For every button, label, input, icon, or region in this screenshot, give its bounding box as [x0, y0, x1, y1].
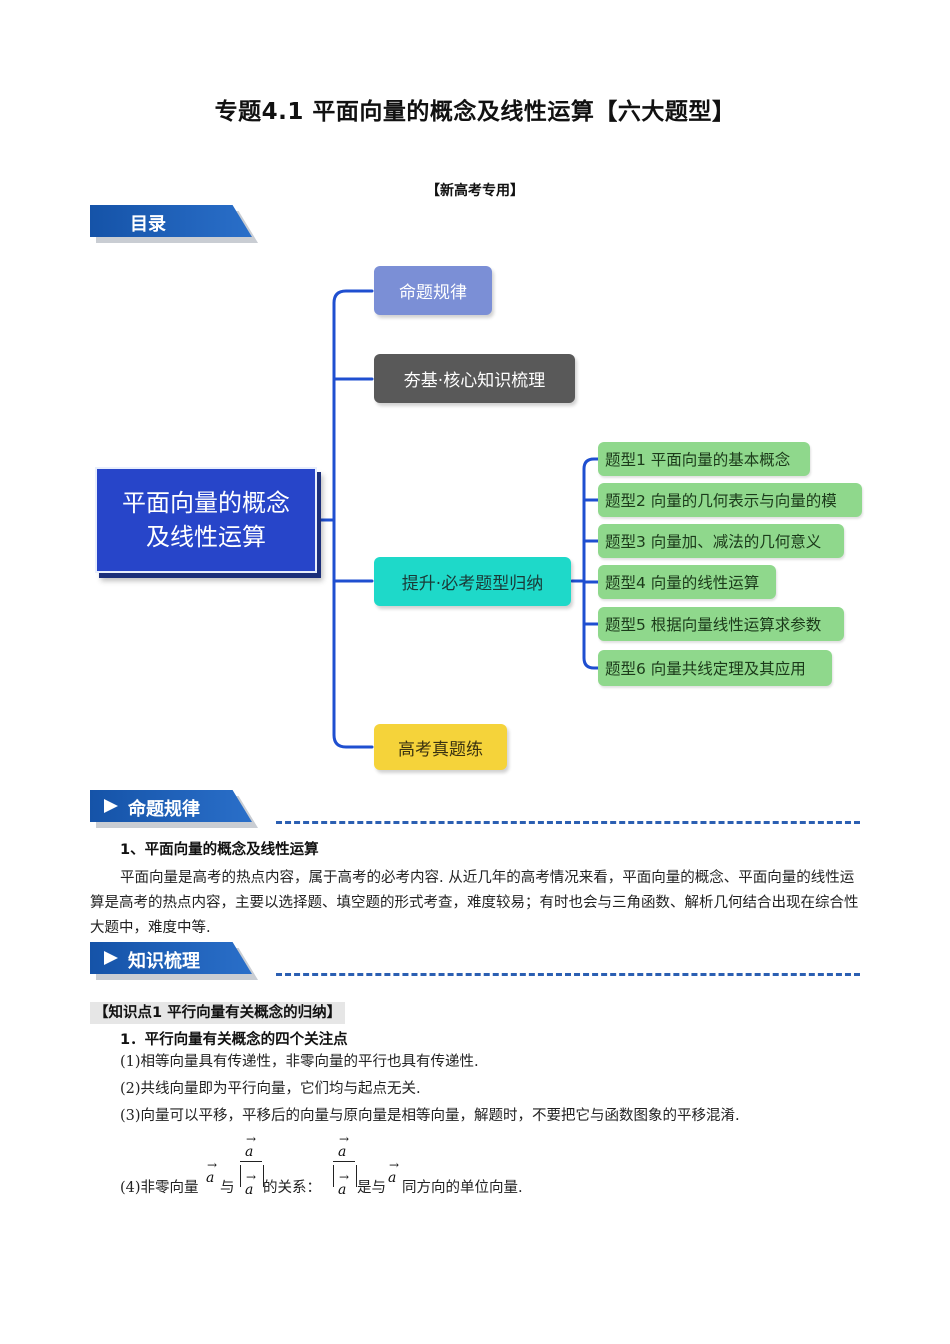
type-leaf-5: 题型5 根据向量线性运算求参数: [598, 607, 844, 641]
fraction-bar: [333, 1161, 355, 1162]
knowledge-point-title: 【知识点1 平行向量有关概念的归纳】: [90, 1002, 346, 1024]
knowledge-item-4: (4)非零向量 →a 与 →a →a 的关系： →a →a 是与 →a 同方向的…: [120, 1130, 820, 1200]
vector-arrow-icon: →: [246, 1170, 257, 1184]
toc-banner-label: 目录: [130, 214, 166, 235]
vector-a: →a: [245, 1170, 256, 1198]
knowledge-item-2: (2)共线向量即为平行向量，它们均与起点无关.: [120, 1081, 421, 1097]
fraction-bar: [240, 1161, 262, 1162]
branch-types-label: 提升·必考题型归纳: [401, 574, 544, 594]
vector-arrow-icon: →: [389, 1158, 400, 1172]
play-arrow-icon: [104, 951, 118, 965]
rules-banner: 命题规律: [90, 790, 270, 828]
knowledge-banner: 知识梳理: [90, 942, 270, 980]
knowledge-item-1: (1)相等向量具有传递性，非零向量的平行也具有传递性.: [120, 1054, 479, 1070]
knowledge-heading: 1．平行向量有关概念的四个关注点: [120, 1032, 348, 1048]
vector-arrow-icon: →: [339, 1170, 350, 1184]
type-leaf-1: 题型1 平面向量的基本概念: [598, 442, 810, 476]
vector-arrow-icon: →: [246, 1132, 257, 1146]
type-leaf-4: 题型4 向量的线性运算: [598, 565, 776, 599]
item4-relation: 的关系：: [263, 1180, 321, 1196]
item4-yu: 与: [220, 1180, 235, 1196]
vector-a: →a: [245, 1132, 256, 1160]
item4-is-with: 是与: [357, 1180, 386, 1196]
knowledge-banner-label: 知识梳理: [128, 951, 200, 972]
vector-arrow-icon: →: [339, 1132, 350, 1146]
knowledge-item-3: (3)向量可以平移，平移后的向量与原向量是相等向量，解题时，不要把它与函数图象的…: [120, 1108, 740, 1124]
abs-bars: [333, 1165, 357, 1187]
type-leaf-label: 题型1 平面向量的基本概念: [605, 451, 791, 469]
vector-var: a: [338, 1144, 347, 1160]
toc-banner: 目录: [90, 205, 270, 243]
play-arrow-icon: [104, 799, 118, 813]
vector-a: →a: [206, 1158, 217, 1186]
section-divider: [276, 973, 860, 976]
branch-types: 提升·必考题型归纳: [374, 557, 571, 606]
branch-exam-label: 高考真题练: [398, 739, 483, 760]
vector-a: →a: [388, 1158, 399, 1186]
section-divider: [276, 821, 860, 824]
vector-var: a: [245, 1182, 254, 1198]
vector-var: a: [388, 1170, 397, 1186]
branch-rules-label: 命题规律: [399, 283, 467, 303]
type-leaf-label: 题型4 向量的线性运算: [605, 574, 760, 592]
vector-a: →a: [338, 1170, 349, 1198]
unit-vector-fraction: →a →a: [333, 1130, 357, 1198]
vector-var: a: [245, 1144, 254, 1160]
type-leaf-3: 题型3 向量加、减法的几何意义: [598, 524, 844, 558]
rules-banner-label: 命题规律: [128, 799, 200, 820]
type-leaf-6: 题型6 向量共线定理及其应用: [598, 650, 832, 686]
vector-a: →a: [338, 1132, 349, 1160]
page-title: 专题4.1 平面向量的概念及线性运算【六大题型】: [214, 99, 736, 125]
type-leaf-label: 题型5 根据向量线性运算求参数: [605, 616, 822, 634]
vector-var: a: [206, 1170, 215, 1186]
branch-knowledge: 夯基·核心知识梳理: [374, 354, 575, 403]
item4-prefix: (4)非零向量: [120, 1180, 199, 1196]
mindmap-root: 平面向量的概念及线性运算: [95, 467, 317, 573]
rules-heading: 1、平面向量的概念及线性运算: [120, 842, 319, 858]
branch-rules: 命题规律: [374, 266, 492, 315]
vector-arrow-icon: →: [207, 1158, 218, 1172]
abs-bars: [240, 1165, 264, 1187]
mindmap-root-label: 平面向量的概念及线性运算: [122, 489, 290, 551]
page-subtitle: 【新高考专用】: [426, 183, 524, 199]
mindmap-connectors: [318, 289, 600, 749]
type-leaf-label: 题型3 向量加、减法的几何意义: [605, 533, 822, 551]
branch-knowledge-label: 夯基·核心知识梳理: [403, 371, 546, 391]
type-leaf-label: 题型6 向量共线定理及其应用: [605, 660, 806, 678]
item4-suffix: 同方向的单位向量.: [402, 1180, 523, 1196]
rules-paragraph: 平面向量是高考的热点内容，属于高考的必考内容. 从近几年的高考情况来看，平面向量…: [90, 870, 859, 936]
vector-var: a: [338, 1182, 347, 1198]
branch-exam: 高考真题练: [374, 724, 507, 770]
type-leaf-2: 题型2 向量的几何表示与向量的模: [598, 483, 862, 517]
unit-vector-fraction: →a →a: [240, 1130, 264, 1198]
type-leaf-label: 题型2 向量的几何表示与向量的模: [605, 492, 837, 510]
